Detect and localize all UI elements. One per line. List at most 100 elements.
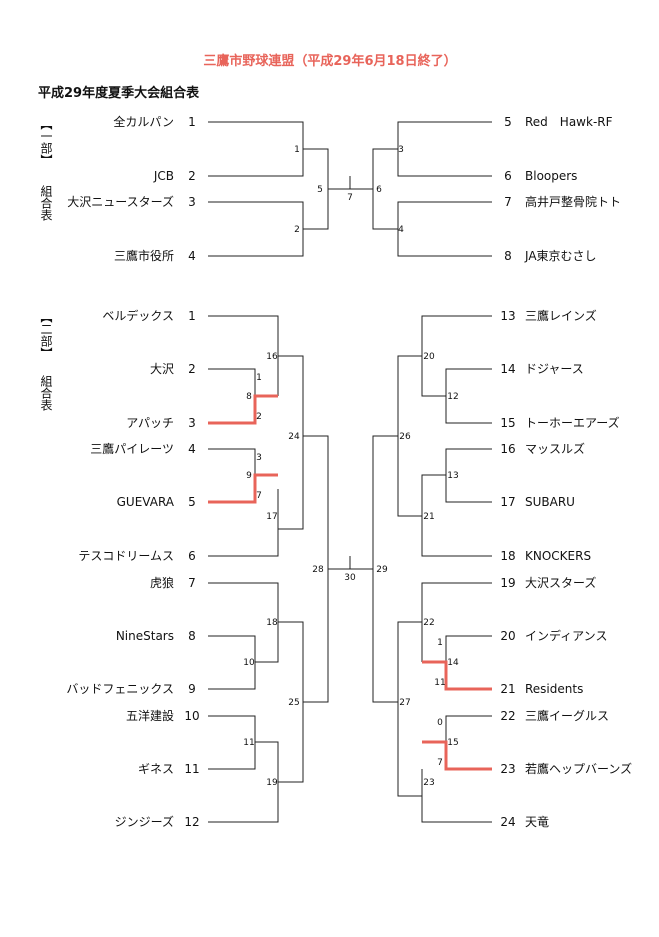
div2-team-right-seed: 23 (500, 762, 515, 776)
div2-team-right-seed: 22 (500, 709, 515, 723)
div1-match-number: 7 (347, 193, 353, 203)
winner-paths (208, 394, 492, 771)
div1-r-m4 (397, 201, 492, 257)
div2-match-number: 24 (288, 432, 300, 442)
div2-team-left-name: NineStars (116, 629, 174, 643)
div2-team-left-seed: 8 (188, 629, 196, 643)
div2-team-right-seed: 14 (500, 362, 515, 376)
div2-r-m14 (445, 635, 492, 662)
div2-match-number: 15 (447, 738, 458, 748)
div1-team-right-name: JA東京むさし (524, 249, 597, 263)
div1-l-m2 (208, 201, 304, 257)
div1-team-left-name: JCB (153, 169, 174, 183)
div2-label-bottom: 組合表 (39, 375, 53, 411)
div2-team-right-name: 三鷹イーグルス (525, 708, 609, 723)
div1-label-top: 【一部】 (39, 118, 53, 166)
div2-team-right-name: KNOCKERS (525, 549, 591, 563)
div1-team-right-seed: 5 (504, 115, 512, 129)
div2-l-m16 (208, 315, 279, 396)
div1-team-left-seed: 3 (188, 195, 196, 209)
div2-team-left-name: ジンジーズ (115, 814, 174, 829)
div2-match-number: 10 (243, 658, 255, 668)
div2-team-left-name: ギネス (138, 762, 174, 776)
div1-team-left-seed: 1 (188, 115, 196, 129)
div1-team-right-name: Bloopers (525, 169, 577, 183)
page-subtitle: 平成29年度夏季大会組合表 (38, 85, 200, 101)
div1-l-m1 (208, 121, 304, 177)
div2-team-right-seed: 13 (500, 309, 515, 323)
div2-team-right-seed: 15 (500, 416, 515, 430)
div2-team-left-seed: 11 (184, 762, 199, 776)
div1-match-number: 4 (398, 225, 404, 235)
div2-team-right-name: Residents (525, 682, 583, 696)
div2-team-left-name: バッドフェニックス (66, 682, 174, 696)
div1-team-left-seed: 4 (188, 249, 196, 263)
div2-match-number: 22 (423, 618, 434, 628)
div2-team-right-seed: 19 (500, 576, 515, 590)
div1-team-right-seed: 6 (504, 169, 512, 183)
div2-score: 7 (256, 491, 262, 501)
div2-l-m24 (278, 355, 304, 530)
div2-match-number: 16 (266, 352, 278, 362)
div2-match-number: 26 (399, 432, 411, 442)
div2-match-number: 29 (376, 565, 388, 575)
div2-team-left-seed: 10 (184, 709, 199, 723)
div1-team-left-name: 大沢ニュースターズ (67, 194, 174, 209)
div2-r-m23 (421, 769, 492, 823)
div2-l-m9 (208, 448, 256, 475)
div2-team-left-name: 虎狼 (150, 575, 174, 590)
div2-match-number: 21 (423, 512, 434, 522)
div2-team-right-name: SUBARU (525, 495, 575, 509)
div1-match-number: 1 (294, 145, 300, 155)
div1-team-right-seed: 7 (504, 195, 512, 209)
div2-team-left-seed: 6 (188, 549, 196, 563)
div2-l-m17 (208, 489, 279, 557)
div2-match-number: 11 (243, 738, 254, 748)
div2-team-right-name: インディアンス (525, 628, 607, 643)
div2-bracket-lines (208, 315, 492, 823)
div2-team-right-name: トーホーエアーズ (525, 415, 620, 430)
div2-match-number: 20 (423, 352, 435, 362)
div1-team-left-name: 三鷹市役所 (114, 248, 174, 263)
div2-team-right-name: 天竜 (525, 815, 549, 829)
div1-bracket-lines (208, 121, 492, 257)
div2-team-left-name: テスコドリームス (78, 549, 174, 563)
div2-match-number: 9 (246, 471, 252, 481)
div2-team-right-seed: 21 (500, 682, 515, 696)
div2-team-left-seed: 4 (188, 442, 196, 456)
div2-team-right-name: 若鷹ヘップバーンズ (525, 761, 632, 776)
div2-team-left-name: ベルデックス (102, 308, 174, 323)
div2-score: 1 (437, 638, 443, 648)
div2-team-right-name: 大沢スターズ (525, 575, 596, 590)
div2-team-right-seed: 17 (500, 495, 515, 509)
div2-match-number: 27 (399, 698, 410, 708)
div2-team-left-name: アパッチ (126, 416, 174, 430)
div2-team-left-name: 五洋建設 (126, 708, 174, 723)
div2-team-right-seed: 20 (500, 629, 515, 643)
div1-r-m6 (372, 148, 398, 230)
div2-label-top: 【二部】 (39, 311, 53, 359)
div1-match-number: 2 (294, 225, 300, 235)
div2-team-left-seed: 1 (188, 309, 196, 323)
div1-label-bottom: 組合表 (39, 185, 53, 221)
div2-team-left-seed: 9 (188, 682, 196, 696)
winner-path-residents (422, 660, 492, 691)
div1-team-right-seed: 8 (504, 249, 512, 263)
div2-team-right-name: 三鷹レインズ (525, 308, 597, 323)
div1-r-m3 (397, 121, 492, 177)
div2-r-m27 (397, 621, 422, 797)
div2-team-right-seed: 18 (500, 549, 515, 563)
div2-r-m15 (445, 715, 492, 742)
div2-match-number: 30 (344, 573, 356, 583)
div2-match-number: 23 (423, 778, 434, 788)
div1-team-left-seed: 2 (188, 169, 196, 183)
div1-team-left-name: 全カルパン (113, 114, 174, 129)
div1-team-right-name: 高井戸整骨院トト (525, 194, 621, 209)
div2-label: 【二部】 組合表 (39, 311, 53, 411)
div2-team-left-seed: 12 (184, 815, 199, 829)
div2-score: 0 (437, 718, 443, 728)
div2-match-number: 18 (266, 618, 278, 628)
